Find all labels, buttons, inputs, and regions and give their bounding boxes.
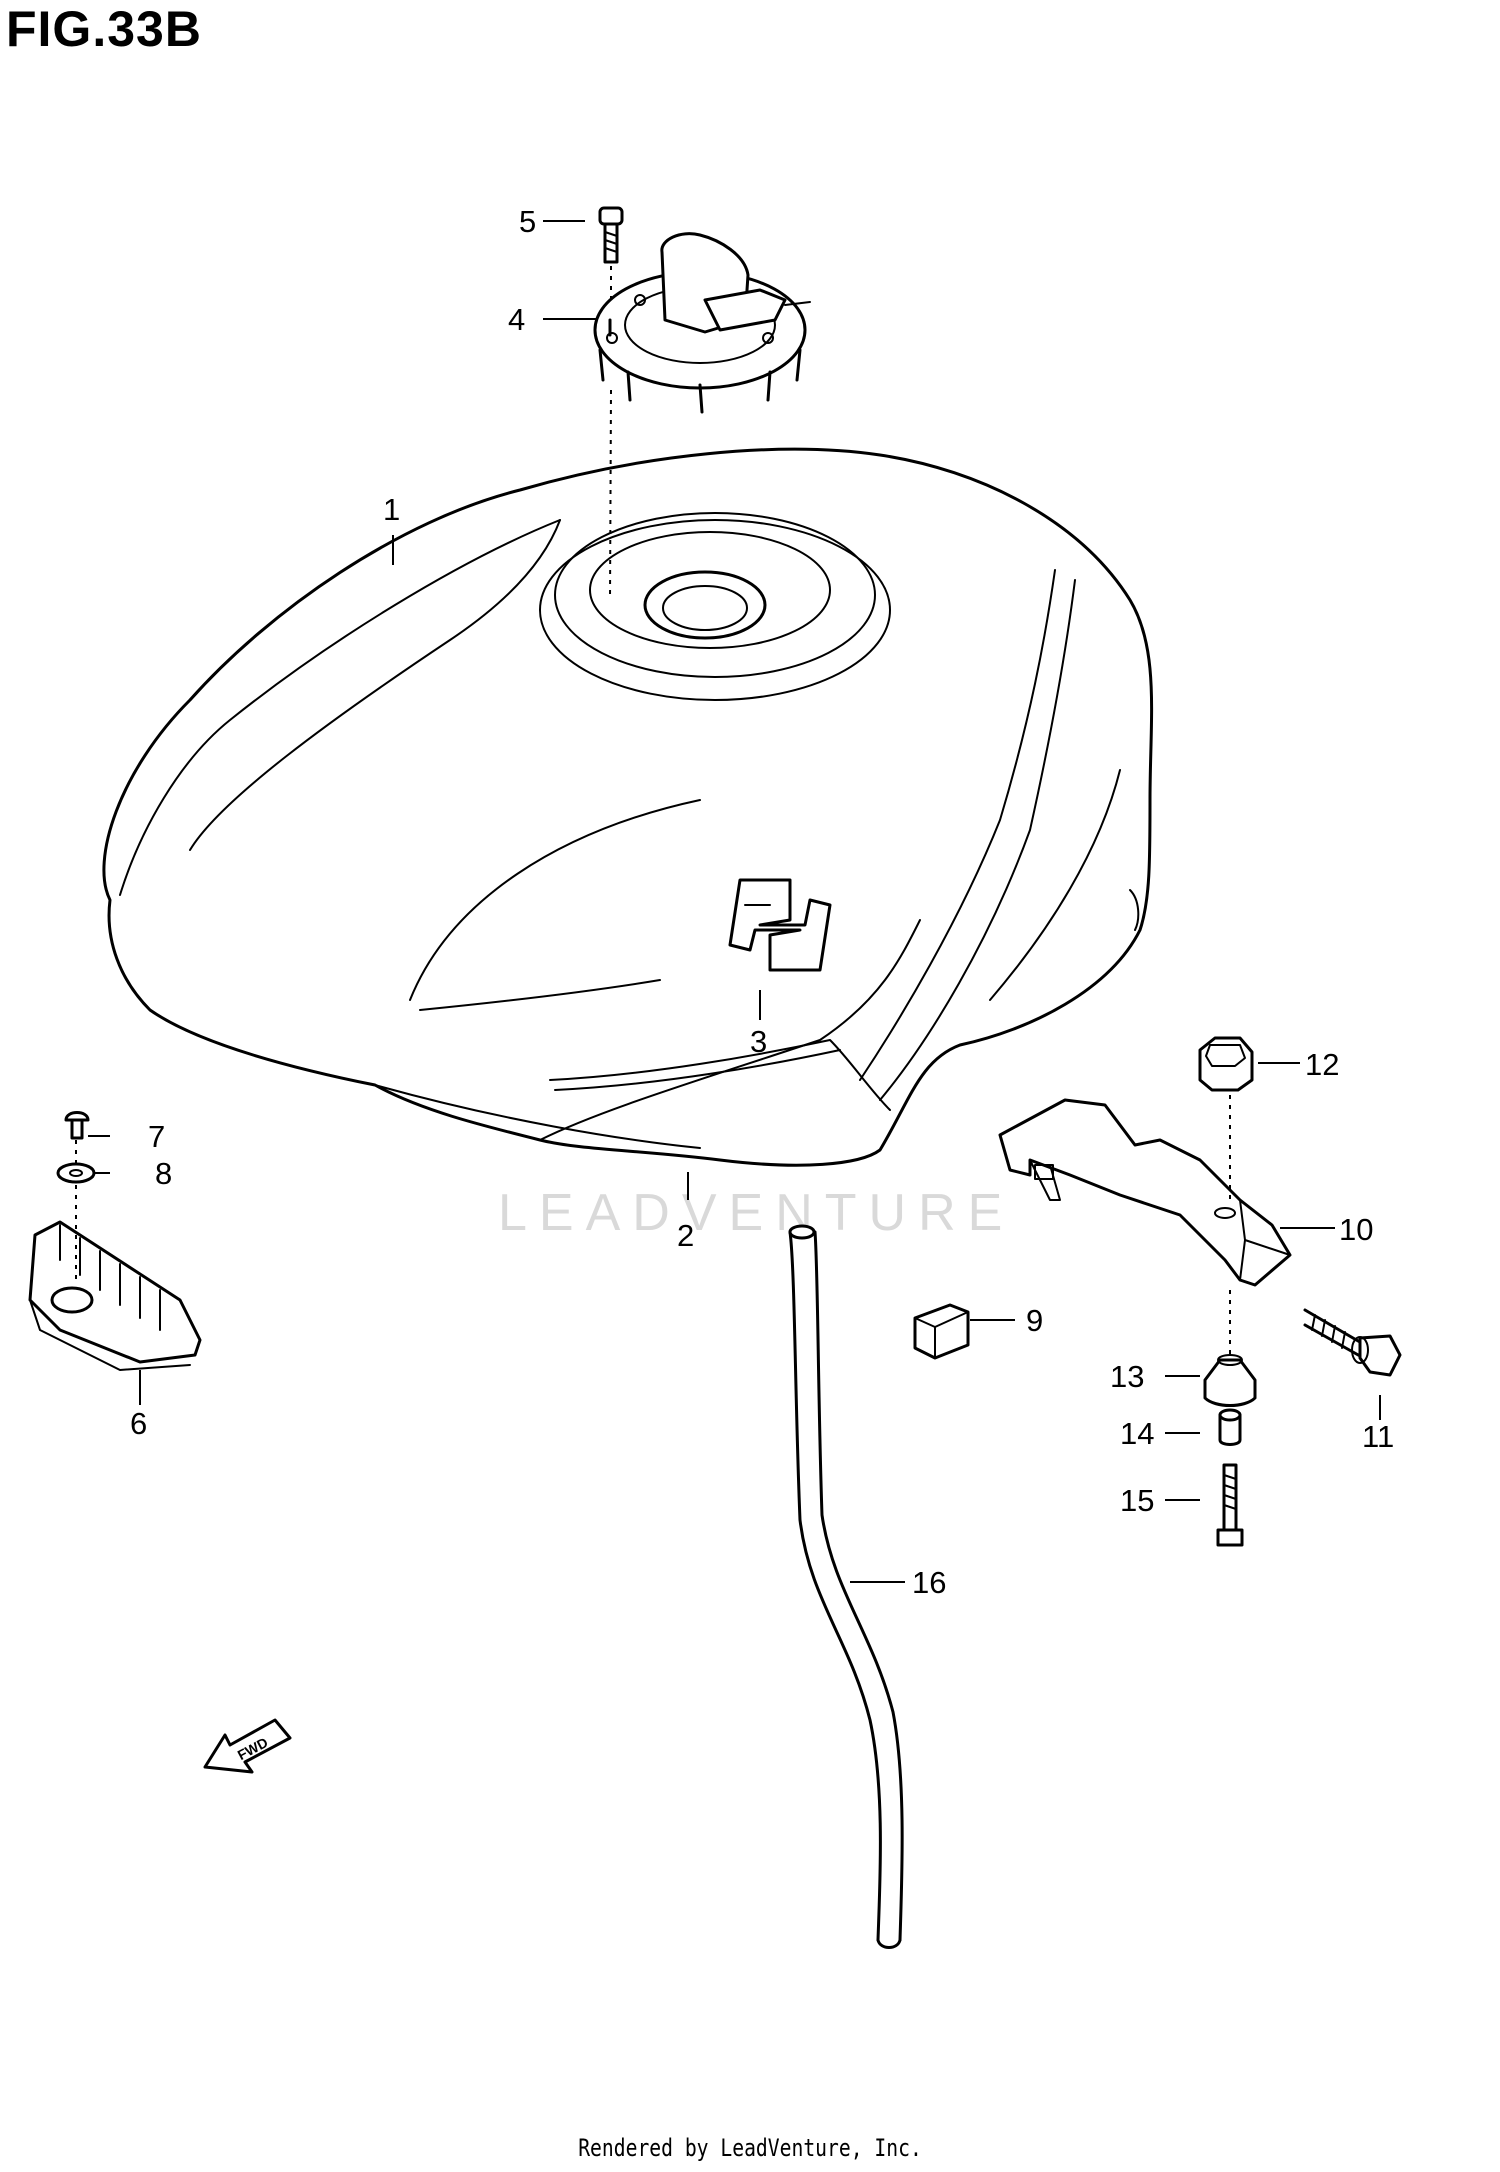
fuel-tank[interactable] <box>102 447 1154 1167</box>
callout-16: 16 <box>912 1565 946 1600</box>
callout-labels: 5 4 1 2 3 7 8 6 9 10 11 12 13 14 15 16 <box>130 204 1394 1600</box>
bracket-bolt[interactable] <box>1303 1308 1402 1377</box>
fwd-arrow-icon: FWD <box>203 1718 292 1774</box>
callout-4: 4 <box>508 302 525 337</box>
tank-bracket[interactable] <box>998 1098 1292 1287</box>
leader-lines <box>75 220 1381 1583</box>
tank-emblem[interactable] <box>728 878 832 972</box>
callout-8: 8 <box>155 1156 172 1191</box>
callout-9: 9 <box>1026 1303 1043 1338</box>
callout-11: 11 <box>1362 1419 1394 1454</box>
mounting-bolt[interactable] <box>1216 1463 1244 1547</box>
fuel-cap-with-key[interactable] <box>593 232 811 414</box>
cap-bolt[interactable] <box>598 206 624 264</box>
drain-hose[interactable] <box>788 1224 904 1949</box>
callout-14: 14 <box>1120 1416 1154 1451</box>
cushion-lower[interactable] <box>1203 1354 1257 1407</box>
cushion-upper[interactable] <box>1198 1036 1254 1092</box>
rear-tank-cushion[interactable] <box>28 1220 202 1371</box>
callout-7: 7 <box>148 1119 165 1154</box>
callout-10: 10 <box>1339 1212 1373 1247</box>
callout-13: 13 <box>1110 1359 1144 1394</box>
spacer[interactable] <box>1218 1408 1242 1446</box>
callout-6: 6 <box>130 1406 147 1441</box>
tank-trim-strip[interactable] <box>549 1039 891 1111</box>
callout-5: 5 <box>519 204 536 239</box>
callout-1: 1 <box>383 492 400 527</box>
cushion-block[interactable] <box>913 1303 970 1360</box>
render-credit: Rendered by LeadVenture, Inc. <box>578 2134 922 2162</box>
washer[interactable] <box>56 1162 96 1184</box>
callout-2: 2 <box>677 1218 694 1253</box>
screw[interactable] <box>64 1111 90 1140</box>
callout-15: 15 <box>1120 1483 1154 1518</box>
callout-12: 12 <box>1305 1047 1339 1082</box>
figure-title: FIG.33B <box>6 1 202 57</box>
watermark-text: LEADVENTURE <box>498 1184 1014 1242</box>
callout-3: 3 <box>750 1024 767 1059</box>
